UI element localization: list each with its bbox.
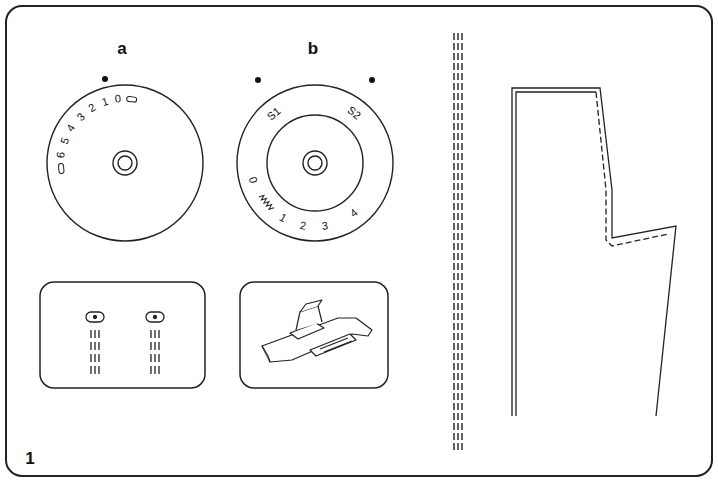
indicator-dot: [369, 77, 375, 83]
frame: [6, 6, 712, 476]
presser-foot-box: [240, 282, 388, 388]
dial-number: 0: [115, 94, 122, 106]
callout-letter: a: [117, 40, 126, 57]
satin-stitch-symbol: [259, 194, 274, 211]
buttonhole-symbol: [126, 96, 136, 102]
stitch-sample: [454, 33, 462, 452]
dial-number: 1: [278, 212, 289, 225]
fabric-piece: [512, 88, 676, 416]
presser-foot: [262, 300, 372, 362]
dial-number: 0: [247, 175, 259, 184]
dial-number: 1: [101, 96, 110, 108]
dial-number: 2: [299, 220, 307, 232]
dial-number: 4: [349, 207, 361, 219]
dial-number: 2: [87, 102, 98, 115]
dial-number: 3: [321, 220, 329, 232]
dial-number: 5: [59, 136, 71, 146]
dial-number: S1: [265, 105, 282, 122]
callout-letter: b: [308, 40, 318, 57]
dial-number: S2: [346, 104, 363, 121]
indicator-dot: [102, 76, 108, 82]
callout-letter: 1: [25, 450, 34, 467]
needle-position-box: [40, 282, 205, 388]
indicator-dot: [255, 77, 261, 83]
dial-number: 3: [75, 111, 87, 123]
buttonhole-symbol: [58, 163, 64, 173]
dial-number: 4: [65, 123, 78, 134]
dial-symbols: [58, 96, 274, 211]
stitch-width-dial: [47, 85, 203, 241]
needle-position-icon: [86, 312, 164, 378]
dial-number: 6: [56, 151, 68, 158]
stitch-length-dial: [237, 85, 393, 241]
